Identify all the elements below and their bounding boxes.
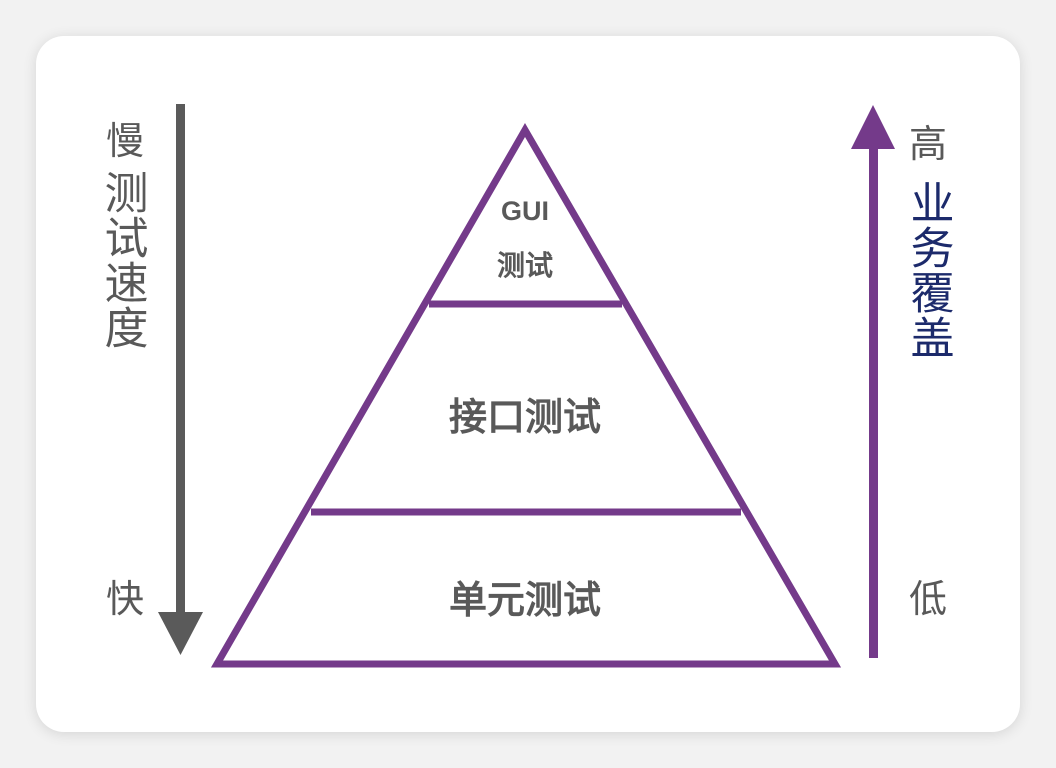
- coverage-top-label: 高: [909, 122, 947, 166]
- coverage-axis-title: 业务覆盖: [903, 180, 954, 360]
- pyramid-top-label-line1: GUI: [501, 196, 549, 226]
- coverage-bottom-label: 低: [909, 577, 947, 621]
- pyramid-outline: [210, 123, 842, 668]
- speed-axis-title: 测试速度: [97, 170, 148, 350]
- pyramid: [210, 123, 842, 668]
- coverage-arrow-shaft: [869, 145, 878, 658]
- coverage-arrow: [851, 105, 895, 658]
- speed-arrow: [158, 104, 203, 655]
- pyramid-middle-label: 接口测试: [449, 395, 601, 439]
- speed-arrow-head: [158, 612, 203, 655]
- speed-bottom-label: 快: [106, 577, 144, 621]
- pyramid-bottom-label: 单元测试: [449, 578, 601, 622]
- speed-arrow-shaft: [176, 104, 185, 616]
- pyramid-top-label-line2: 测试: [497, 249, 553, 282]
- speed-top-label: 慢: [106, 119, 144, 163]
- coverage-arrow-head: [851, 105, 895, 149]
